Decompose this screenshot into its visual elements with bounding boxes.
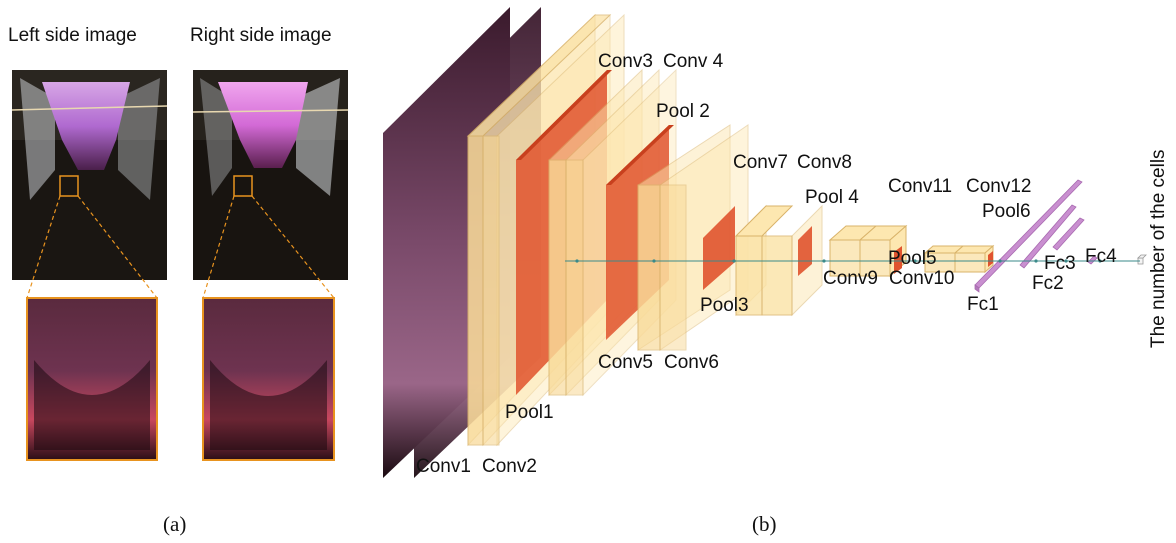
panel-b: [383, 7, 1147, 478]
label-conv4: Conv 4: [663, 51, 724, 72]
right-side-photo: [192, 70, 349, 280]
label-conv8: Conv8: [797, 152, 852, 173]
zoom-lines: [26, 195, 335, 299]
pool4-block: [798, 226, 812, 276]
label-conv1: Conv1: [416, 456, 471, 477]
caption-a: (a): [163, 512, 187, 536]
right-zoom-crop: [202, 297, 335, 461]
left-side-photo: [11, 70, 168, 280]
label-conv12: Conv12: [966, 176, 1032, 197]
label-fc3: Fc3: [1044, 253, 1076, 274]
output-label: The number of the cells: [1148, 149, 1169, 348]
label-fc4: Fc4: [1085, 246, 1117, 267]
label-pool6: Pool6: [982, 201, 1031, 222]
label-conv10: Conv10: [889, 268, 955, 289]
label-pool3: Pool3: [700, 295, 749, 316]
label-conv2: Conv2: [482, 456, 537, 477]
right-side-image-title: Right side image: [190, 25, 332, 46]
conv7-block: [734, 204, 794, 317]
panel-a: [11, 70, 349, 461]
label-conv3: Conv3: [598, 51, 653, 72]
conv12-block: [953, 244, 995, 274]
left-side-image-title: Left side image: [8, 25, 137, 46]
left-zoom-crop: [26, 297, 158, 461]
connector-line: [565, 259, 1140, 263]
pool6-block: [988, 251, 993, 267]
label-pool4: Pool 4: [805, 187, 859, 208]
caption-b: (b): [752, 512, 777, 536]
label-conv9: Conv9: [823, 268, 878, 289]
label-fc2: Fc2: [1032, 273, 1064, 294]
fc4-block: [1087, 255, 1098, 265]
label-conv5: Conv5: [598, 352, 653, 373]
label-fc1: Fc1: [967, 294, 999, 315]
label-conv6: Conv6: [664, 352, 719, 373]
conv8-block: [761, 204, 823, 317]
pool5-block: [894, 246, 902, 274]
label-pool2: Pool 2: [656, 101, 710, 122]
fc2-block: [1019, 204, 1077, 269]
label-conv7: Conv7: [733, 152, 788, 173]
label-conv11: Conv11: [888, 176, 953, 197]
label-pool1: Pool1: [505, 402, 554, 423]
conv9-block: [828, 225, 878, 277]
label-pool5: Pool5: [888, 248, 937, 269]
output-node: [1137, 254, 1147, 265]
fc3-block: [1052, 217, 1085, 251]
conv11-block: [923, 245, 965, 273]
pool3-block: [703, 206, 735, 290]
